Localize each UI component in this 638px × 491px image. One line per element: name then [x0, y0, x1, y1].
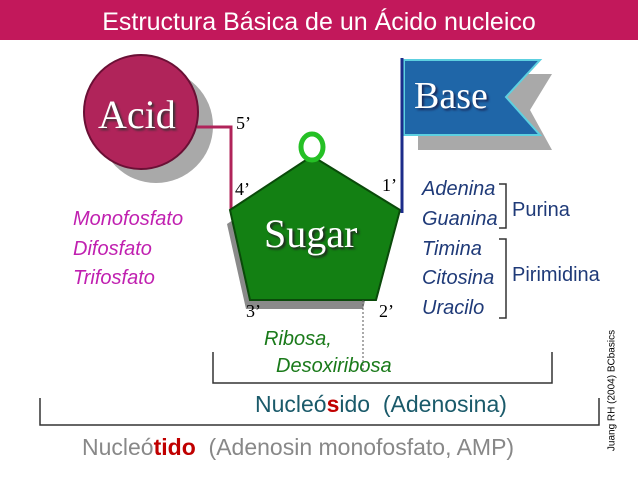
sugar-type-desoxiribosa: Desoxiribosa [276, 355, 392, 377]
acid-type-trifosfato: Trifosfato [73, 267, 155, 289]
carbon-5-label: 5’ [236, 113, 251, 133]
sugar-type-ribosa: Ribosa, [264, 328, 332, 350]
nucleotide-bracket [39, 398, 600, 426]
base-adenina: Adenina [422, 178, 496, 200]
pyrimidine-bracket [499, 238, 507, 319]
carbon-1-label: 1’ [382, 175, 397, 195]
carbon-4-label: 4’ [235, 179, 250, 199]
nucleoside-label: Nucleósido (Adenosina) [255, 391, 507, 418]
sugar-label: Sugar [264, 211, 358, 256]
phosphate-bond-line [197, 125, 233, 212]
acid-type-difosfato: Difosfato [73, 238, 152, 260]
nucleoside-highlight: s [326, 391, 340, 417]
base-citosina: Citosina [422, 267, 495, 289]
nucleoside-example: (Adenosina) [382, 391, 507, 417]
base-uracilo: Uracilo [422, 297, 485, 319]
acid-type-monofosfato: Monofosfato [73, 208, 184, 230]
nucleoside-prefix: Nucleó [255, 391, 327, 417]
carbon-2-label: 2’ [379, 301, 394, 321]
base-guanina: Guanina [422, 208, 498, 230]
nucleotide-prefix: Nucleó [82, 434, 154, 460]
sugar-pentagon [228, 154, 402, 301]
credit-text: Juang RH (2004) BCbasics [606, 329, 618, 452]
page-title: Estructura Básica de un Ácido nucleico [102, 8, 536, 36]
base-timina: Timina [422, 238, 482, 260]
ring-oxygen [298, 131, 326, 163]
nucleoside-bracket [212, 352, 553, 384]
carbon-3-label: 3’ [246, 301, 261, 321]
purine-group-label: Purina [512, 199, 570, 221]
pyrimidine-group-label: Pirimidina [512, 264, 600, 286]
base-flag [403, 59, 543, 136]
purine-bracket [499, 183, 507, 229]
nucleoside-suffix: ido [339, 391, 371, 417]
acid-circle [83, 54, 199, 170]
diagram-graphics [39, 54, 600, 426]
nucleotide-label: Nucleótido (Adenosin monofosfato, AMP) [82, 434, 514, 461]
acid-label: Acid [98, 92, 176, 137]
nucleotide-highlight: tido [153, 434, 196, 460]
nucleotide-example: (Adenosin monofosfato, AMP) [208, 434, 515, 460]
base-label: Base [414, 75, 488, 117]
title-bar: Estructura Básica de un Ácido nucleico [0, 0, 638, 40]
